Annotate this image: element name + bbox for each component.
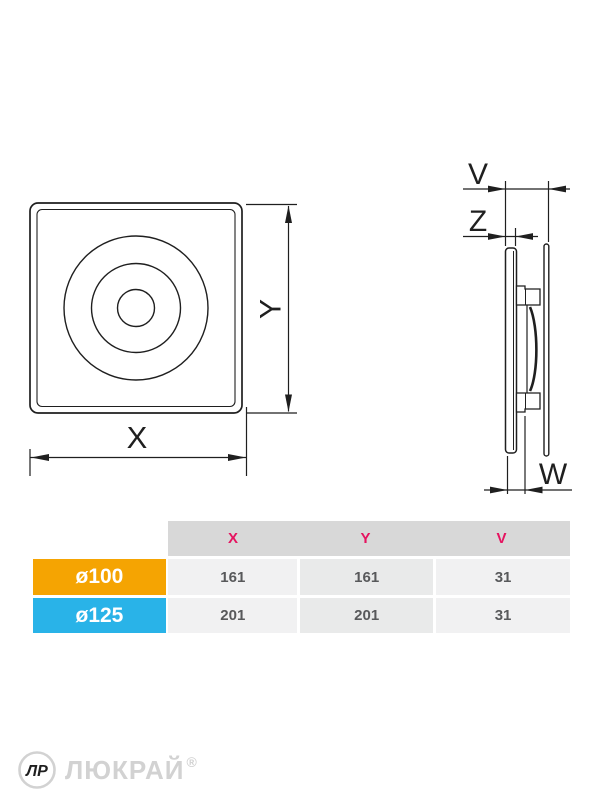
v-dimension-label: V [468, 158, 488, 191]
brand-logo: ЛР ЛЮКРАЙ ® [15, 748, 197, 792]
y-dimension-label: Y [255, 299, 288, 319]
arrowhead-left [31, 454, 49, 461]
registered-trademark: ® [186, 754, 197, 770]
technical-drawing: Y X V [29, 158, 572, 494]
arrowhead-left [548, 185, 566, 193]
front-view [29, 202, 243, 414]
v-dimension [463, 181, 570, 246]
x-dimension-label: X [127, 420, 148, 455]
arrowhead-down [285, 394, 292, 412]
z-dimension [463, 228, 538, 246]
arrowhead-left [525, 486, 543, 494]
center-hub-circle [116, 288, 156, 328]
x-dimension [29, 407, 248, 476]
cell-d100-y: 161 [300, 559, 434, 595]
front-panel-bevel [36, 208, 236, 408]
side-back-plate [543, 243, 550, 457]
arrowhead-right [488, 185, 506, 193]
w-dimension [484, 416, 572, 494]
cell-d100-x: 161 [168, 559, 298, 595]
arrowhead-up [285, 205, 292, 223]
z-dimension-label: Z [469, 205, 487, 238]
brand-name: ЛЮКРАЙ [65, 754, 185, 785]
table-row: ø100 161 161 31 [33, 559, 570, 595]
side-shroud-arc [528, 306, 538, 392]
arrowhead-left [515, 233, 533, 240]
column-header-y: Y [360, 530, 371, 547]
table-row: ø125 201 201 31 [33, 598, 570, 633]
y-dimension [246, 203, 297, 414]
cell-d125-v: 31 [436, 598, 570, 633]
arrowhead-right [488, 233, 506, 240]
cell-d100-v: 31 [436, 559, 570, 595]
front-panel-outline [29, 202, 243, 414]
arrowhead-right [490, 486, 508, 494]
w-dimension-label: W [539, 458, 568, 491]
arrowhead-right [228, 454, 246, 461]
side-top-bracket [515, 285, 541, 306]
column-header-v: V [496, 530, 507, 547]
cell-d125-x: 201 [168, 598, 298, 633]
row-label-d125: ø125 [33, 598, 166, 633]
spec-table-header: X Y V [168, 521, 570, 556]
outer-ring-circle [63, 235, 209, 381]
side-view [504, 243, 550, 457]
side-bottom-bracket [515, 392, 541, 413]
side-front-panel [504, 247, 518, 454]
logo-monogram: ЛР [25, 763, 48, 780]
column-header-x: X [227, 530, 238, 547]
cell-d125-y: 201 [300, 598, 434, 633]
row-label-d100: ø100 [33, 559, 166, 595]
middle-ring-circle [90, 262, 182, 354]
logo-emblem-icon: ЛР [18, 751, 56, 789]
